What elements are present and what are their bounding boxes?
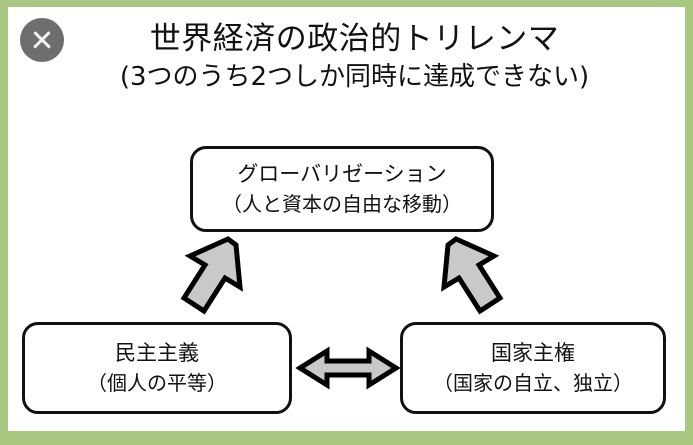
node-globalization[interactable]: グローバリゼーション （人と資本の自由な移動） bbox=[190, 146, 494, 232]
page-title: 世界経済の政治的トリレンマ bbox=[149, 21, 560, 57]
node-sovereignty-title: 国家主権 bbox=[491, 341, 575, 365]
node-sovereignty[interactable]: 国家主権 （国家の自立、独立） bbox=[400, 322, 666, 414]
node-globalization-title: グローバリゼーション bbox=[237, 162, 447, 186]
connector-globalization-democracy bbox=[180, 236, 243, 315]
title-block: 世界経済の政治的トリレンマ (3つのうち2つしか同時に達成できない) bbox=[8, 19, 685, 95]
node-globalization-detail: （人と資本の自由な移動） bbox=[222, 192, 462, 216]
slide-canvas: 世界経済の政治的トリレンマ (3つのうち2つしか同時に達成できない) グローバリ… bbox=[8, 7, 685, 431]
connector-democracy-sovereignty bbox=[295, 346, 401, 390]
node-democracy-title: 民主主義 bbox=[115, 341, 199, 365]
close-button[interactable] bbox=[20, 18, 64, 62]
node-sovereignty-detail: （国家の自立、独立） bbox=[433, 371, 633, 395]
node-democracy[interactable]: 民主主義 （個人の平等） bbox=[22, 322, 292, 414]
page-subtitle: (3つのうち2つしか同時に達成できない) bbox=[119, 62, 590, 92]
node-democracy-detail: （個人の平等） bbox=[87, 371, 227, 395]
connector-globalization-sovereignty bbox=[441, 236, 504, 315]
